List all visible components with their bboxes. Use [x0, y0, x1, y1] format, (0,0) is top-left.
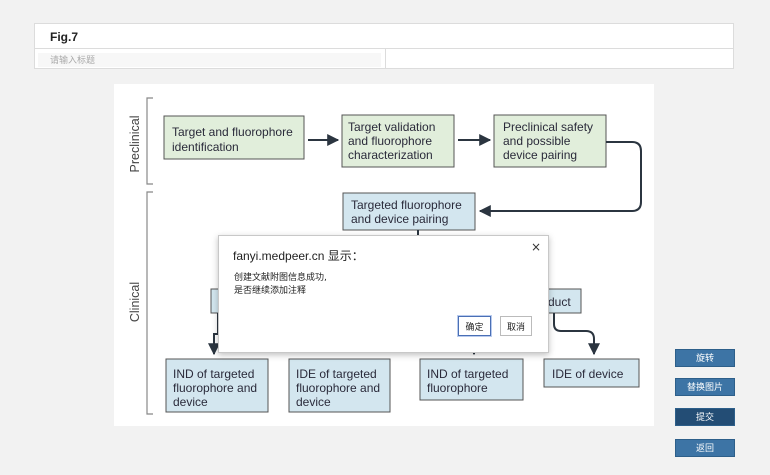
- box-text-ide-fluorophore-device: IDE of targeted fluorophore and device: [296, 367, 383, 409]
- confirm-dialog: fanyi.medpeer.cn 显示： × 创建文献附图信息成功, 是否继续添…: [218, 235, 549, 353]
- box-text-ind-fluorophore-device: IND of targeted fluorophore and device: [173, 367, 260, 409]
- header-divider: [35, 48, 733, 49]
- box-target-validation: [341, 114, 455, 168]
- dialog-message: 创建文献附图信息成功, 是否继续添加注释: [234, 272, 327, 298]
- close-icon[interactable]: ×: [530, 240, 541, 254]
- box-text-partial-product: duct: [548, 295, 571, 309]
- box-target-identification: [163, 115, 305, 160]
- cancel-button[interactable]: 取消: [500, 316, 532, 336]
- arrow-to-b9: [553, 313, 600, 356]
- ok-button[interactable]: 确定: [458, 316, 491, 336]
- box-text-ind-fluorophore: IND of targeted fluorophore: [427, 367, 512, 395]
- box-text-ide-device: IDE of device: [552, 367, 624, 381]
- box-ind-fluorophore-device: [165, 358, 269, 413]
- phase-label-clinical: Clinical: [128, 282, 142, 322]
- figure-image: Preclinical Clinical Target and fluoroph…: [114, 84, 654, 426]
- box-targeted-pairing: [342, 192, 476, 231]
- dialog-message-line: 创建文献附图信息成功,: [234, 273, 327, 283]
- box-text-target-validation: Target validation and fluorophore charac…: [348, 120, 439, 162]
- figure-label: Fig.7: [50, 30, 79, 44]
- title-input[interactable]: [38, 53, 381, 67]
- flowchart: Preclinical Clinical Target and fluoroph…: [128, 97, 642, 415]
- submit-button[interactable]: 提交: [675, 408, 735, 426]
- box-ind-fluorophore: [419, 358, 524, 401]
- box-preclinical-safety: [493, 114, 607, 168]
- dialog-message-line: 是否继续添加注释: [234, 286, 307, 296]
- replace-image-button[interactable]: 替换图片: [675, 378, 735, 396]
- header-divider-vertical: [385, 48, 386, 69]
- box-ide-fluorophore-device: [288, 358, 391, 413]
- phase-label-preclinical: Preclinical: [128, 116, 142, 173]
- box-text-preclinical-safety: Preclinical safety and possible device p…: [503, 120, 596, 162]
- rotate-button[interactable]: 旋转: [675, 349, 735, 367]
- arrow-b3-b4: [478, 141, 642, 217]
- preclinical-bracket: [146, 97, 153, 185]
- box-ide-device: [543, 358, 640, 388]
- dialog-title: fanyi.medpeer.cn 显示：: [233, 249, 364, 263]
- clinical-bracket: [146, 191, 153, 415]
- back-button[interactable]: 返回: [675, 439, 735, 457]
- box-text-target-identification: Target and fluorophore identification: [172, 125, 296, 154]
- box-text-targeted-pairing: Targeted fluorophore and device pairing: [351, 198, 465, 226]
- figure-header: Fig.7: [34, 23, 734, 69]
